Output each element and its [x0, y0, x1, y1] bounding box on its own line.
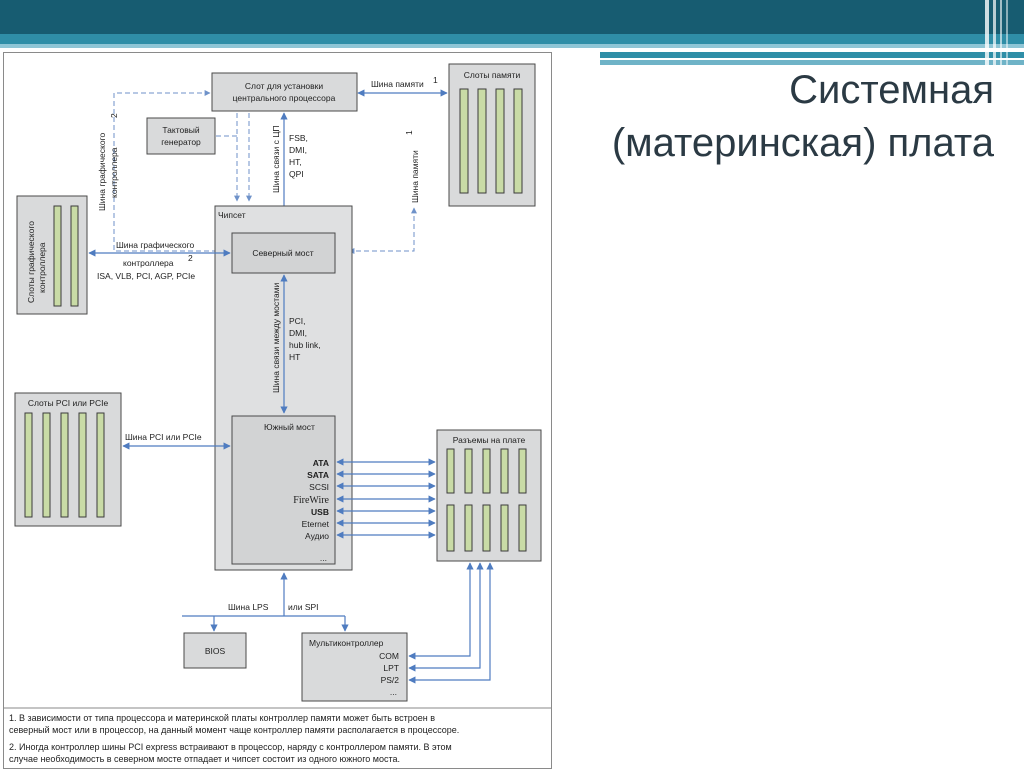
graphics-bus-vertical-label-1: Шина графического [97, 133, 107, 211]
memory-slot [495, 88, 505, 194]
graphics-bus-sup: 2 [188, 253, 193, 263]
graphics-slot [53, 205, 62, 307]
cpu-slot-label-1: Слот для установки [245, 81, 323, 91]
slide-title-line1: Системная [789, 68, 994, 112]
cpu-bus-type-1: FSB, [289, 133, 308, 143]
cpu-bus-type-3: HT, [289, 157, 302, 167]
south-port-more: ... [320, 553, 327, 563]
header-band [0, 0, 1024, 70]
graphics-slot [70, 205, 79, 307]
slide-title: Системная (материнская) плата [574, 64, 994, 170]
ps2-arrow [408, 562, 494, 684]
south-port-firewire: FireWire [293, 495, 329, 506]
connector-slot [500, 448, 509, 494]
graphics-slots-label-2: контроллера [37, 242, 47, 293]
graphics-bus-types: ISA, VLB, PCI, AGP, PCIe [97, 271, 195, 281]
memory-slot [459, 88, 469, 194]
bridge-bus-vertical-label: Шина связи между мостами [271, 282, 281, 393]
graphics-bus-label-1: Шина графического [116, 240, 194, 250]
south-port-sata: SATA [307, 470, 329, 480]
cpu-bus-vertical-label: Шина связи с ЦП [271, 125, 281, 193]
south-port-ata: ATA [313, 458, 329, 468]
connector-slot [446, 448, 455, 494]
cpu-slot-label-2: центрального процессора [233, 93, 336, 103]
memory-bus-vertical-label: Шина памяти [410, 150, 420, 203]
note2-line1: 2. Иногда контроллер шины PCI express вс… [9, 742, 452, 752]
bridge-bus-type-1: PCI, [289, 316, 306, 326]
note2-line2: случае необходимость в северном мосте от… [9, 754, 400, 764]
pci-bus-label: Шина PCI или PCIe [125, 432, 202, 442]
multi-port-ps2: PS/2 [381, 675, 400, 685]
bios-label: BIOS [205, 646, 226, 656]
south-port-audio: Аудио [305, 531, 329, 541]
south-port-ethernet: Eternet [302, 519, 330, 529]
bridge-bus-type-3: hub link, [289, 340, 321, 350]
pci-slot [78, 412, 87, 518]
graphics-bus-vertical-sup: 2 [109, 113, 119, 118]
north-bridge-label: Северный мост [252, 248, 313, 258]
memory-bus-alt-arrow [348, 207, 417, 254]
slide-title-line2: (материнская) плата [611, 121, 994, 165]
multicontroller-box [301, 632, 408, 702]
connector-slot [482, 504, 491, 552]
clock-generator-label-1: Тактовый [162, 125, 200, 135]
pci-slot [42, 412, 51, 518]
motherboard-diagram: Слот для установки центрального процессо… [3, 52, 552, 769]
south-port-usb: USB [311, 507, 329, 517]
north-bridge-box [231, 232, 336, 274]
graphics-bus-label-2: контроллера [123, 258, 174, 268]
cpu-bus-type-2: DMI, [289, 145, 307, 155]
note1-line1: 1. В зависимости от типа процессора и ма… [9, 713, 435, 723]
pci-slot [60, 412, 69, 518]
multi-port-com: COM [379, 651, 399, 661]
pci-slot [96, 412, 105, 518]
bios-box [183, 632, 247, 669]
multi-port-more: ... [390, 687, 397, 697]
connector-slot [518, 504, 527, 552]
diagram-canvas: Слот для установки центрального процессо… [4, 63, 551, 764]
graphics-bus-vertical-label-2: контроллера [109, 147, 119, 198]
pci-slot [24, 412, 33, 518]
memory-slot [513, 88, 523, 194]
memory-bus-label: Шина памяти [371, 79, 424, 89]
connector-slot [500, 504, 509, 552]
cpu-bus-type-4: QPI [289, 169, 304, 179]
connector-slot [446, 504, 455, 552]
bridge-bus-type-2: DMI, [289, 328, 307, 338]
bridge-bus-type-4: HT [289, 352, 300, 362]
graphics-slots-label-1: Слоты графического [26, 221, 36, 303]
multicontroller-label: Мультиконтроллер [309, 638, 384, 648]
com-arrow [408, 562, 474, 660]
connector-slot [482, 448, 491, 494]
connector-slot [518, 448, 527, 494]
spi-bus-label: или SPI [288, 602, 319, 612]
graphics-bus-alt-arrow [113, 90, 233, 254]
memory-bus-vertical-sup: 1 [404, 130, 414, 135]
pci-slots-label: Слоты PCI или PCIe [28, 398, 109, 408]
memory-slot [477, 88, 487, 194]
lpt-arrow [408, 562, 484, 672]
south-bridge-label: Южный мост [264, 422, 315, 432]
south-port-scsi: SCSI [309, 482, 329, 492]
lps-bus-label: Шина LPS [228, 602, 269, 612]
multi-port-lpt: LPT [383, 663, 399, 673]
connector-slot [464, 504, 473, 552]
memory-bus-sup: 1 [433, 75, 438, 85]
memory-slots-label: Слоты памяти [464, 70, 521, 80]
clock-generator-label-2: генератор [161, 137, 201, 147]
clock-generator-box [146, 117, 216, 155]
connector-slot [464, 448, 473, 494]
note1-line2: северный мост или в процессор, на данный… [9, 725, 459, 735]
south-bridge-box [231, 415, 336, 565]
board-connectors-label: Разъемы на плате [453, 435, 526, 445]
chipset-label: Чипсет [218, 210, 246, 220]
cpu-slot-box [211, 72, 358, 112]
